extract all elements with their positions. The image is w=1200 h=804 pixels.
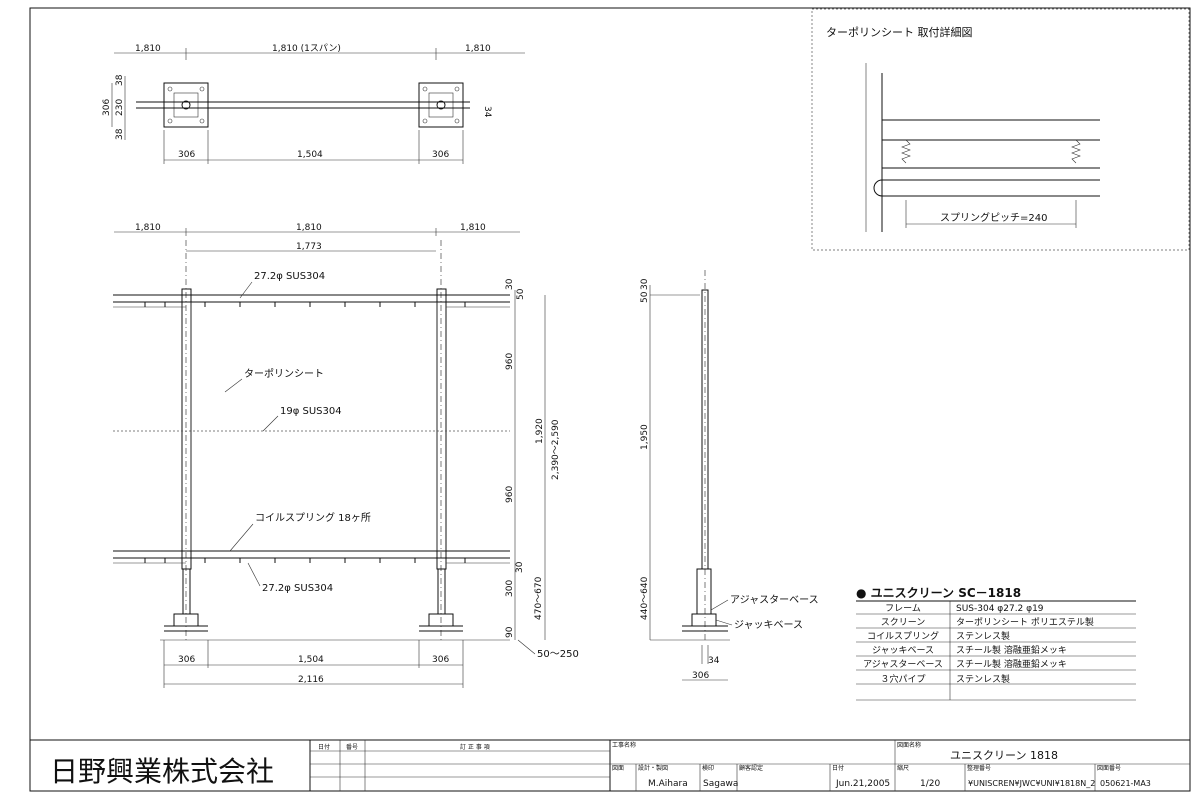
hdr-approve: 顧客認定: [739, 764, 763, 772]
spec-key: フレーム: [885, 603, 921, 614]
title-block: 日野興業株式会社 日付 番号 訂 正 事 項 工事名称 図面名称 ユニスクリーン…: [30, 739, 1190, 791]
hdr-date: 日付: [318, 743, 330, 751]
top-dim-230: 230: [115, 99, 125, 116]
side-34: 34: [708, 656, 720, 666]
label-mid-pipe: 19φ SUS304: [280, 406, 342, 417]
detail-pitch: スプリングピッチ=240: [940, 211, 1047, 224]
top-view: 1,810 1,810 (1スパン) 1,810 306 230 38 38 3…: [102, 43, 525, 164]
sheet-border: [29, 7, 1191, 792]
label-spring: コイルスプリング 18ヶ所: [255, 511, 371, 524]
r-30b: 30: [515, 561, 525, 573]
front-dim-left: 1,810: [135, 223, 161, 233]
top-dim-34: 34: [482, 106, 492, 118]
file-number: ¥UNISCREN¥JWC¥UNI¥1818N_2: [968, 779, 1095, 788]
detail-title: ターポリンシート 取付詳細図: [826, 25, 973, 39]
post-left: [181, 288, 192, 570]
spec-title: ● ユニスクリーン SC－1818: [856, 586, 1021, 600]
r-30a: 30: [505, 278, 515, 290]
spec-key: コイルスプリング: [867, 630, 939, 642]
hdr-drawn: 図面: [612, 765, 624, 772]
front-dim-1773: 1,773: [296, 242, 322, 252]
company-name: 日野興業株式会社: [50, 755, 274, 788]
top-dim-mid: 1,810 (1スパン): [272, 43, 341, 54]
spec-table: ● ユニスクリーン SC－1818 フレーム SUS-304 φ27.2 φ19 ス…: [856, 586, 1136, 701]
side-view: 30 50 1,950 440～640 アジャスターベース ジャッキベース 34…: [640, 270, 819, 681]
detail-view: ターポリンシート 取付詳細図 スプリングピッチ=240: [811, 8, 1190, 251]
r-300: 300: [505, 580, 515, 597]
spec-value: ステンレス製: [956, 630, 1010, 642]
top-dim-38a: 38: [115, 74, 125, 86]
hdr-no: 番号: [346, 744, 358, 751]
hdr-project: 工事名称: [612, 741, 636, 749]
label-pipe-bottom: 27.2φ SUS304: [262, 583, 333, 594]
hdr-rev: 訂 正 事 項: [460, 743, 490, 751]
r-50: 50: [516, 288, 526, 300]
hdr-number: 図面番号: [1097, 765, 1121, 772]
spec-key: アジャスターベース: [863, 659, 943, 670]
spec-value: ターポリンシート ポリエステル製: [956, 616, 1094, 628]
designer: M.Aihara: [648, 779, 688, 789]
spec-key: ジャッキベース: [872, 646, 934, 656]
spring-left: [901, 139, 911, 164]
date: Jun.21,2005: [835, 779, 890, 789]
side-1950: 1,950: [640, 424, 650, 450]
spec-value: ステンレス製: [956, 673, 1010, 685]
r-470: 470～670: [534, 576, 544, 620]
post-right: [436, 288, 447, 570]
drawing-number: 050621-MA3: [1100, 779, 1151, 788]
base-plate-right: [418, 82, 464, 128]
checker: Sagawa: [703, 779, 738, 789]
b-306b: 306: [432, 655, 449, 665]
spec-value: SUS-304 φ27.2 φ19: [956, 604, 1044, 614]
side-30: 30: [640, 278, 650, 290]
hdr-scale: 縮尺: [897, 764, 909, 772]
top-dim-38b: 38: [115, 128, 125, 140]
drawing-name: ユニスクリーン 1818: [950, 749, 1058, 762]
detail-frame: [811, 8, 1190, 251]
label-tarpaulin: ターポリンシート: [244, 368, 324, 380]
top-dim-left: 1,810: [135, 44, 161, 54]
spec-key: スクリーン: [881, 617, 926, 628]
label-jack-base: ジャッキベース: [734, 619, 803, 631]
spec-key: ３穴パイプ: [880, 673, 925, 685]
hdr-file: 整理番号: [967, 764, 991, 772]
top-bottom-306a: 306: [178, 150, 195, 160]
r-960b: 960: [505, 486, 515, 503]
b-1504: 1,504: [298, 655, 324, 665]
hdr-check: 検印: [702, 764, 714, 772]
top-bottom-306b: 306: [432, 150, 449, 160]
r-1920: 1,920: [535, 418, 545, 444]
b-306a: 306: [178, 655, 195, 665]
side-306: 306: [692, 671, 709, 681]
hdr-date2: 日付: [832, 764, 844, 772]
spec-value: スチール製 溶融亜鉛メッキ: [956, 644, 1067, 656]
spec-value: スチール製 溶融亜鉛メッキ: [956, 658, 1067, 670]
base-plate-left: [163, 82, 209, 128]
label-adjuster-base: アジャスターベース: [730, 594, 819, 606]
label-pipe-top: 27.2φ SUS304: [254, 271, 325, 282]
top-dim-306: 306: [102, 99, 112, 116]
front-dim-mid: 1,810: [296, 223, 322, 233]
scale: 1/20: [920, 779, 940, 789]
side-50: 50: [640, 291, 650, 303]
r-90: 90: [505, 626, 515, 638]
r-2390: 2,390～2,590: [551, 419, 561, 480]
b-2116: 2,116: [298, 675, 324, 685]
top-dim-right: 1,810: [465, 44, 491, 54]
front-view: 1,810 1,810 1,810 1,773: [113, 223, 579, 688]
spring-right: [1071, 139, 1081, 164]
r-960a: 960: [505, 353, 515, 370]
hdr-drawing-name: 図面名称: [897, 741, 921, 749]
hdr-design: 設計・製図: [638, 764, 668, 772]
side-440: 440～640: [640, 576, 650, 620]
r-50-250: 50～250: [537, 649, 579, 660]
front-dim-right: 1,810: [460, 223, 486, 233]
top-bottom-1504: 1,504: [297, 150, 323, 160]
